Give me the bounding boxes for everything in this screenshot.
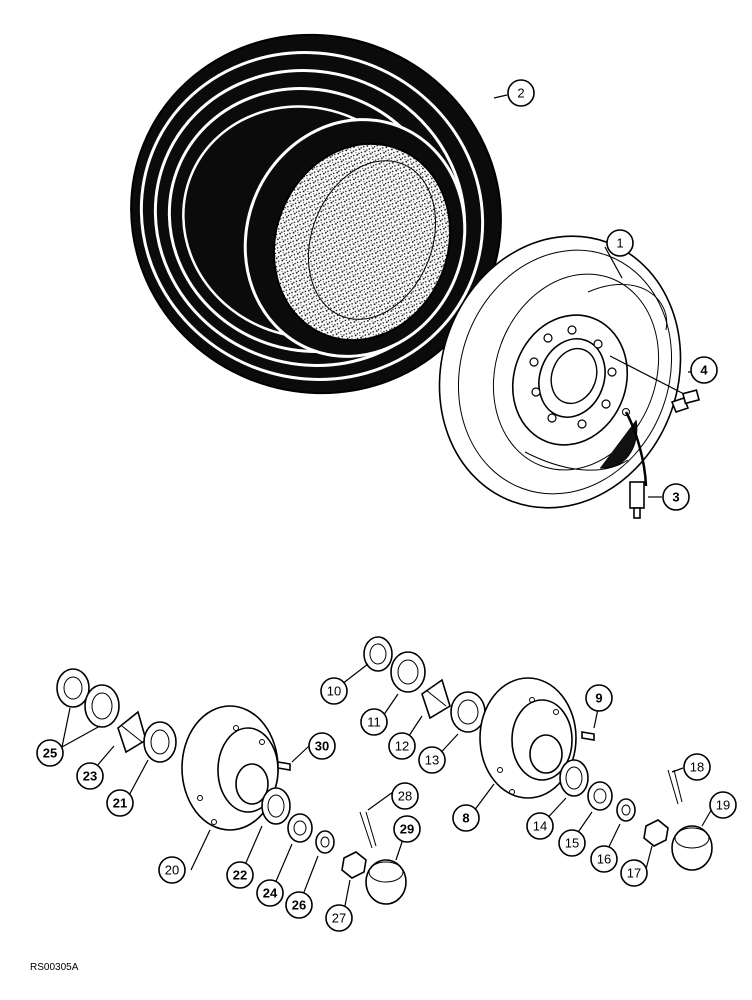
callout-28: 28 [391,782,419,810]
callout-1: 1 [606,229,634,257]
callout-23: 23 [76,762,104,790]
svg-text:15: 15 [565,836,579,851]
svg-text:14: 14 [533,819,547,834]
callout-10: 10 [320,677,348,705]
callout-24: 24 [256,879,284,907]
svg-text:27: 27 [332,911,346,926]
svg-text:26: 26 [292,898,306,913]
svg-text:13: 13 [425,753,439,768]
right-hub-assembly [363,636,713,871]
callout-12: 12 [388,732,416,760]
callout-9: 9 [585,684,613,712]
svg-text:10: 10 [327,684,341,699]
callout-15: 15 [558,829,586,857]
valve-stem [624,411,648,519]
svg-text:22: 22 [233,868,247,883]
callout-27: 27 [325,904,353,932]
svg-text:28: 28 [398,789,412,804]
svg-text:11: 11 [367,715,381,730]
svg-text:2: 2 [517,86,524,101]
svg-text:19: 19 [716,798,730,813]
callout-17: 17 [620,859,648,887]
svg-text:30: 30 [315,739,329,754]
svg-text:23: 23 [83,769,97,784]
wheel-rim [438,235,682,509]
callout-13: 13 [418,746,446,774]
callout-25: 25 [36,739,64,767]
callout-16: 16 [590,845,618,873]
svg-text:3: 3 [672,490,679,505]
svg-text:21: 21 [113,796,127,811]
svg-text:29: 29 [400,822,414,837]
callout-3: 3 [662,483,690,511]
wheel-bolt [670,389,701,413]
svg-text:8: 8 [462,811,469,826]
callout-18: 18 [683,753,711,781]
callouts: 1 2 3 4 8 9 10 11 12 13 14 15 16 17 18 1… [36,79,737,932]
callout-21: 21 [106,789,134,817]
svg-text:16: 16 [597,852,611,867]
callout-20: 20 [158,856,186,884]
callout-22: 22 [226,861,254,889]
svg-text:12: 12 [395,739,409,754]
callout-2: 2 [507,79,535,107]
callout-26: 26 [285,891,313,919]
svg-text:4: 4 [700,363,708,378]
svg-text:18: 18 [690,760,704,775]
svg-text:25: 25 [43,746,57,761]
tire [130,33,502,395]
callout-14: 14 [526,812,554,840]
svg-text:17: 17 [627,866,641,881]
callout-19: 19 [709,791,737,819]
callout-11: 11 [360,708,388,736]
callout-4: 4 [690,356,718,384]
figure-code: RS00305A [30,962,79,973]
svg-text:1: 1 [616,236,623,251]
svg-text:20: 20 [165,863,179,878]
left-hub-assembly [56,668,407,905]
callout-29: 29 [393,815,421,843]
svg-text:24: 24 [263,886,278,901]
callout-8: 8 [452,804,480,832]
callout-30: 30 [308,732,336,760]
svg-text:9: 9 [595,691,602,706]
